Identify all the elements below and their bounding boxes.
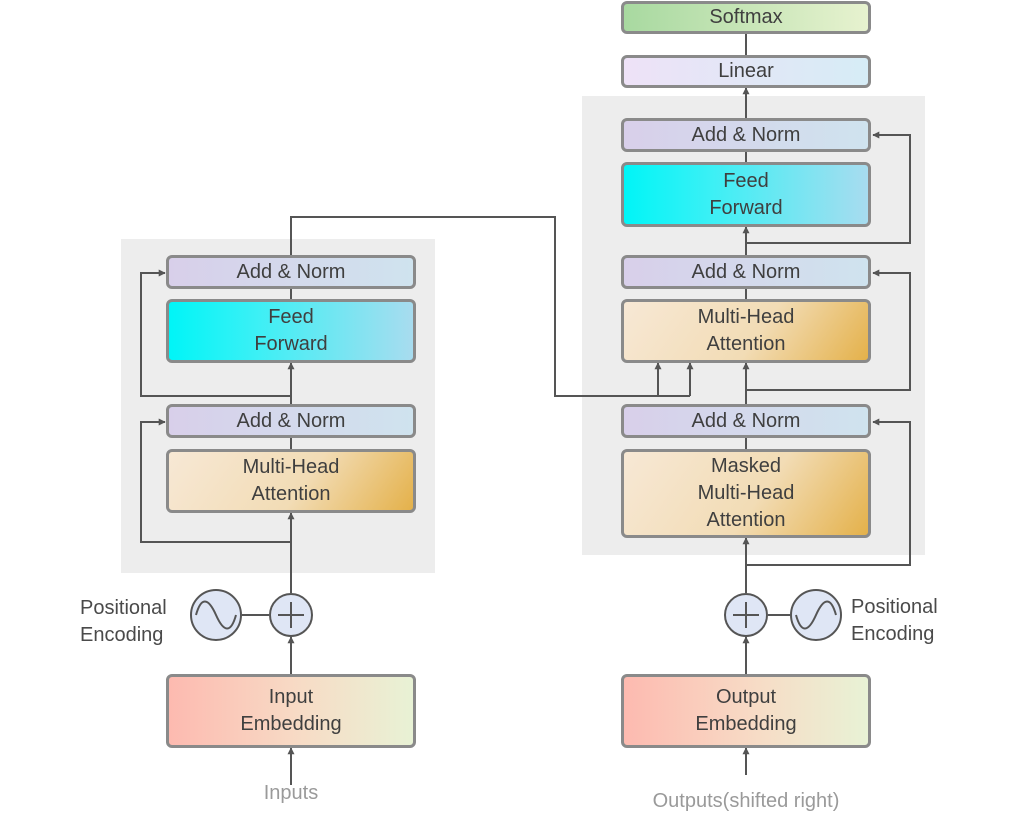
dec-add-icon xyxy=(724,593,768,637)
enc-add-icon xyxy=(269,593,313,637)
enc-residual-1 xyxy=(140,418,291,543)
encoder-feed-forward: Feed Forward xyxy=(166,299,416,363)
dec-residual-3 xyxy=(746,131,911,244)
enc-to-dec-line xyxy=(290,216,690,397)
decoder-add-norm-mid: Add & Norm xyxy=(621,255,871,289)
dec-residual-1 xyxy=(746,418,911,566)
linear-block: Linear xyxy=(621,55,871,88)
input-embedding: Input Embedding xyxy=(166,674,416,748)
decoder-masked-multi-head-attention: Masked Multi-Head Attention xyxy=(621,449,871,538)
decoder-add-norm-top: Add & Norm xyxy=(621,118,871,152)
dec-residual-2 xyxy=(746,269,911,391)
encoder-add-norm-top: Add & Norm xyxy=(166,255,416,289)
enc-positional-wave-icon xyxy=(190,589,242,641)
encoder-positional-encoding-label: Positional Encoding xyxy=(80,597,167,646)
decoder-add-norm-bottom: Add & Norm xyxy=(621,404,871,438)
outputs-caption: Outputs(shifted right) xyxy=(652,790,840,812)
dec-positional-wave-icon xyxy=(790,589,842,641)
encoder-multi-head-attention: Multi-Head Attention xyxy=(166,449,416,513)
output-embedding: Output Embedding xyxy=(621,674,871,748)
softmax-block: Softmax xyxy=(621,1,871,34)
decoder-feed-forward: Feed Forward xyxy=(621,162,871,227)
encoder-add-norm-bottom: Add & Norm xyxy=(166,404,416,438)
inputs-caption: Inputs xyxy=(263,782,319,804)
decoder-multi-head-attention: Multi-Head Attention xyxy=(621,299,871,363)
enc-residual-2 xyxy=(140,269,291,397)
decoder-positional-encoding-label: Positional Encoding xyxy=(851,596,938,645)
